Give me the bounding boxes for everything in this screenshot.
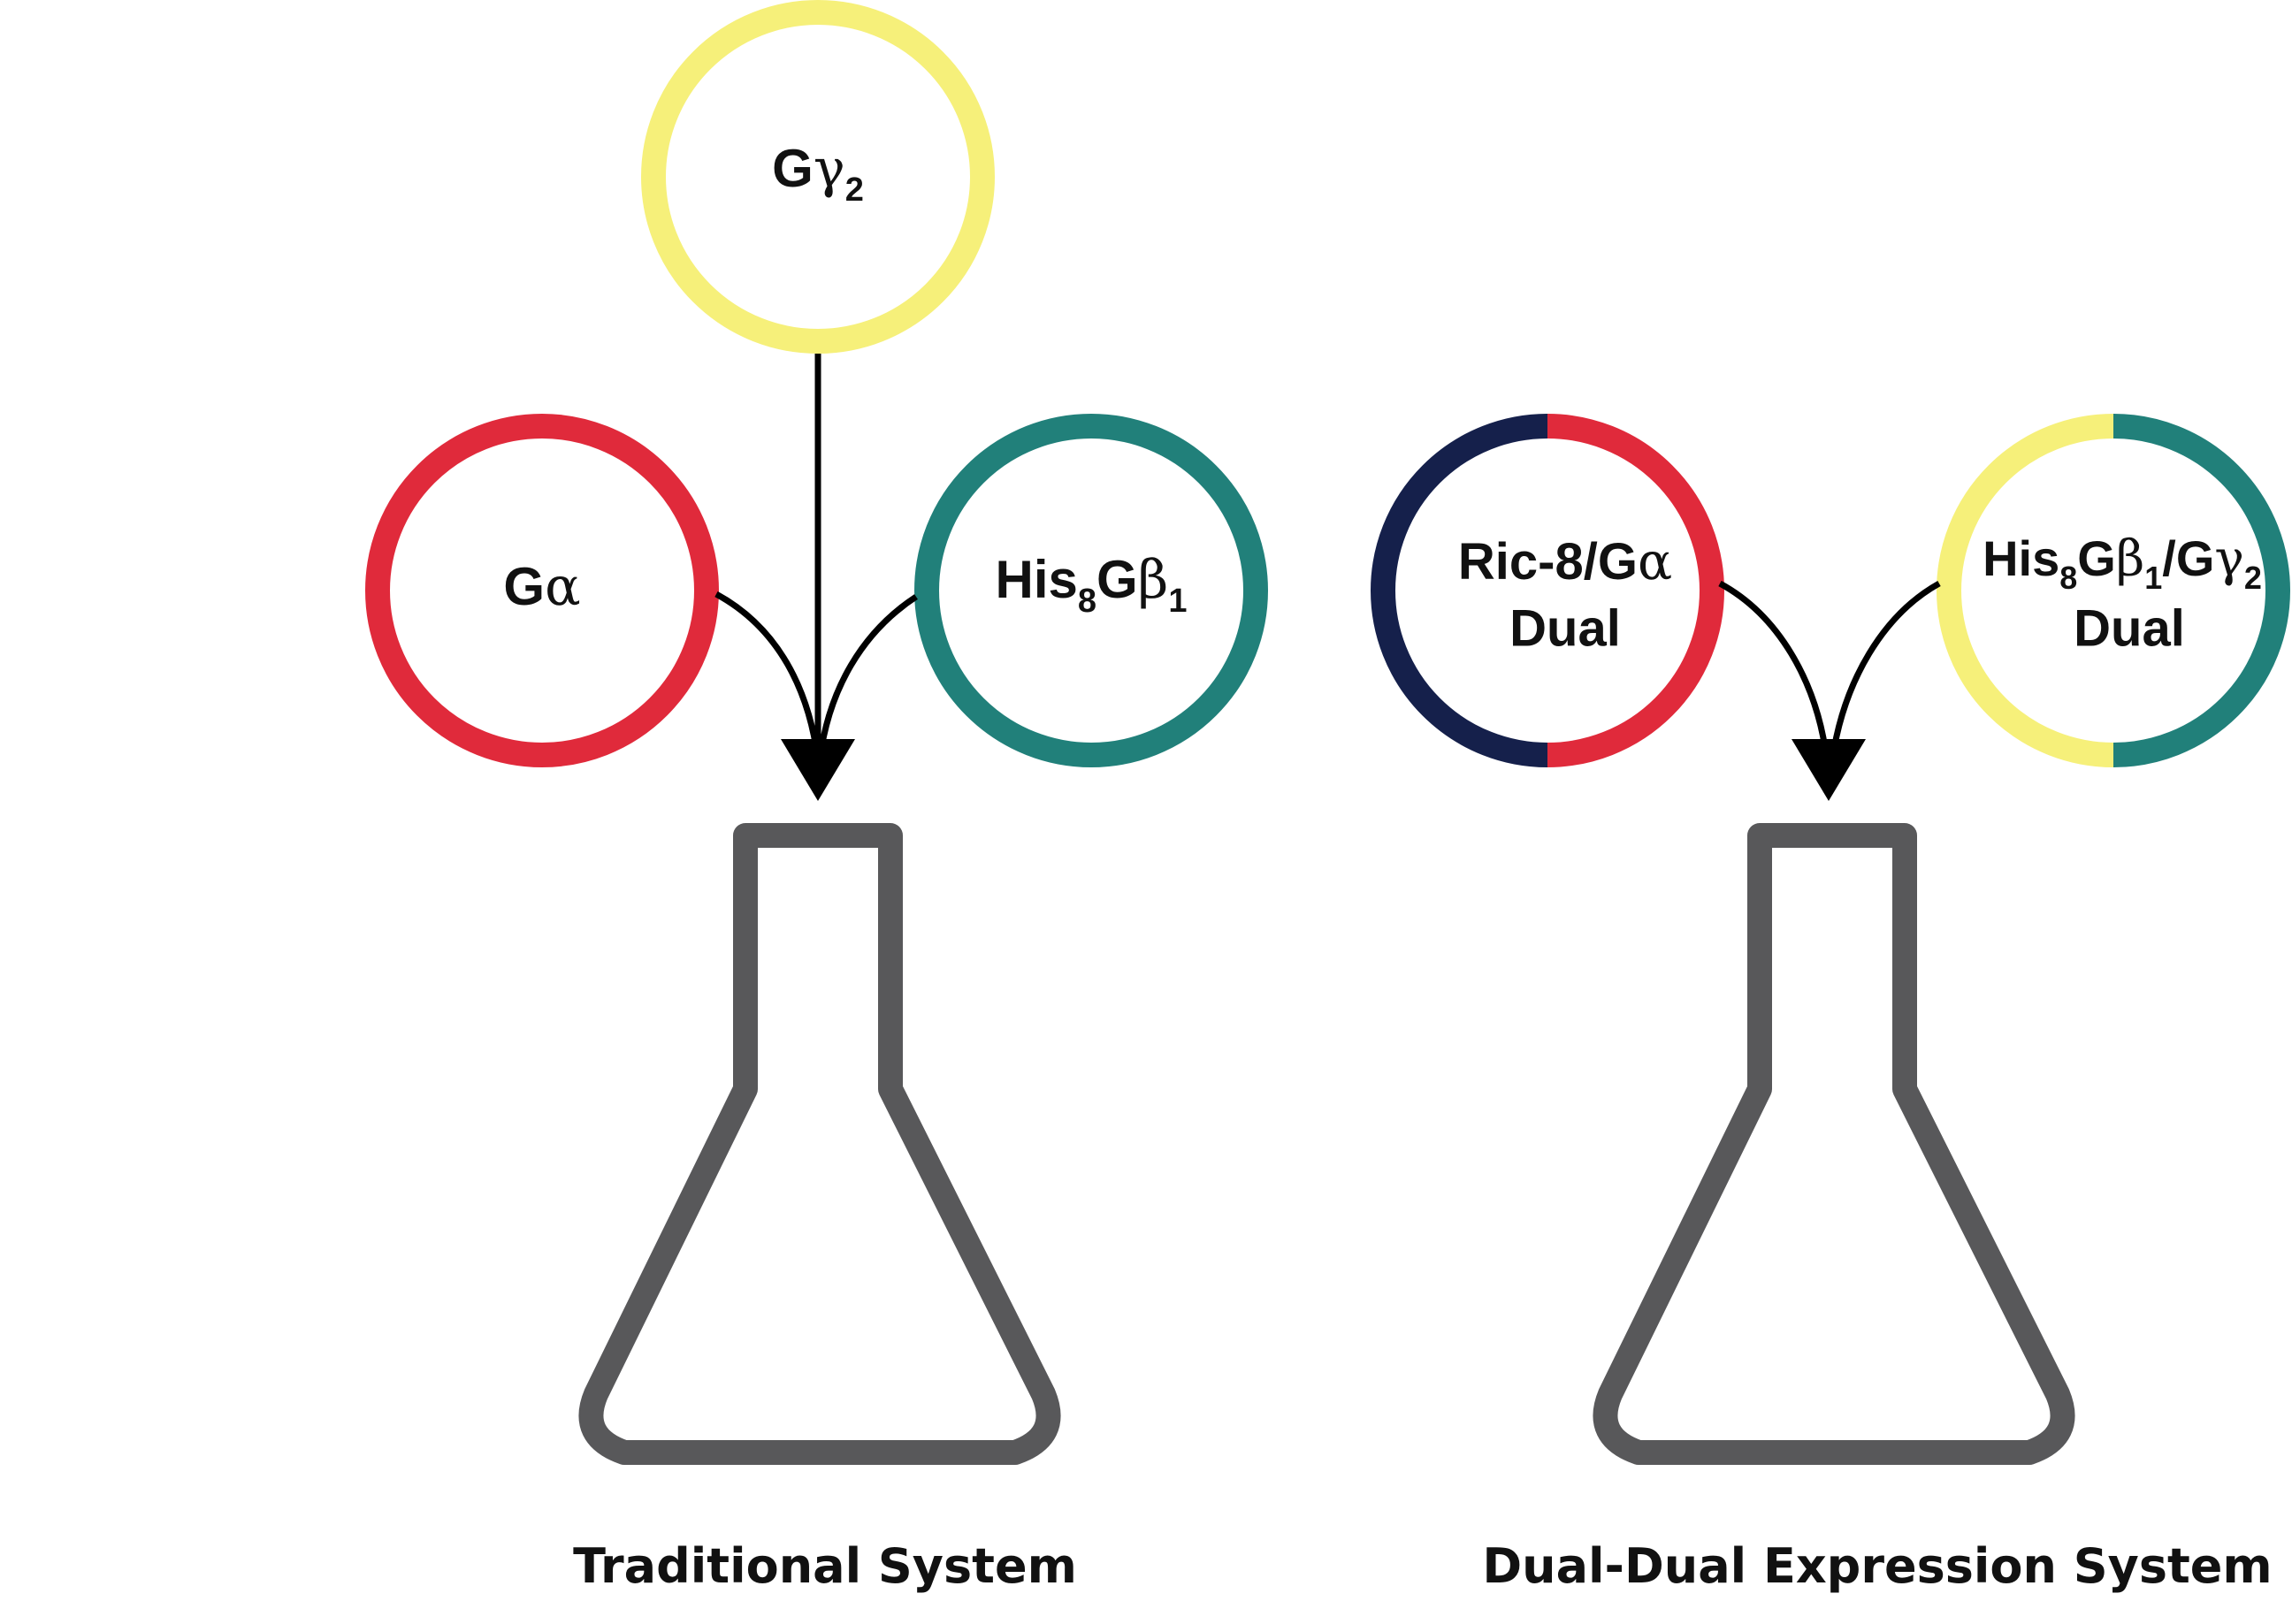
g-gamma2-segment (2112, 414, 2290, 767)
his8-dual-label: Dual (2074, 599, 2185, 657)
ric8-g-alpha-dual-plasmid (1371, 414, 1724, 767)
traditional-arrowhead (781, 739, 855, 801)
ric8-dual-label: Dual (1509, 599, 1621, 657)
g-alpha-segment (1547, 414, 1724, 767)
traditional-caption: Traditional System (573, 1538, 1077, 1594)
dual-flask (1593, 823, 2075, 1465)
ric8-connector (1718, 580, 1830, 761)
g-beta1-segment (1937, 414, 2114, 767)
ric8-g-alpha-label: Ric-8/Gα (1458, 531, 1672, 591)
beta-connector (816, 594, 918, 761)
ric8-segment (1371, 414, 1548, 767)
dual-caption: Dual-Dual Expression System (1482, 1538, 2272, 1594)
his8-g-beta1-g-gamma2-dual-plasmid (1937, 414, 2290, 767)
alpha-connector (714, 591, 821, 761)
his8-connector (1829, 580, 1941, 761)
his8-g-beta1-label: His8Gβ1 (995, 549, 1187, 620)
his8-g-beta1-plasmid (914, 414, 1268, 767)
g-gamma2-label: Gγ2 (772, 138, 864, 209)
traditional-flask (578, 823, 1061, 1465)
dual-dual-system: Ric-8/Gα Dual His8Gβ1/Gγ2 Dual Dual-Dual… (1371, 414, 2290, 1594)
g-gamma2-plasmid (641, 0, 995, 354)
g-alpha-plasmid (365, 414, 719, 767)
dual-arrowhead (1792, 739, 1866, 801)
traditional-system: Gγ2 Gα His8Gβ1 Traditional System (365, 0, 1268, 1594)
g-alpha-label: Gα (503, 556, 580, 618)
his8-g-beta1-g-gamma2-label: His8Gβ1/Gγ2 (1983, 530, 2262, 596)
